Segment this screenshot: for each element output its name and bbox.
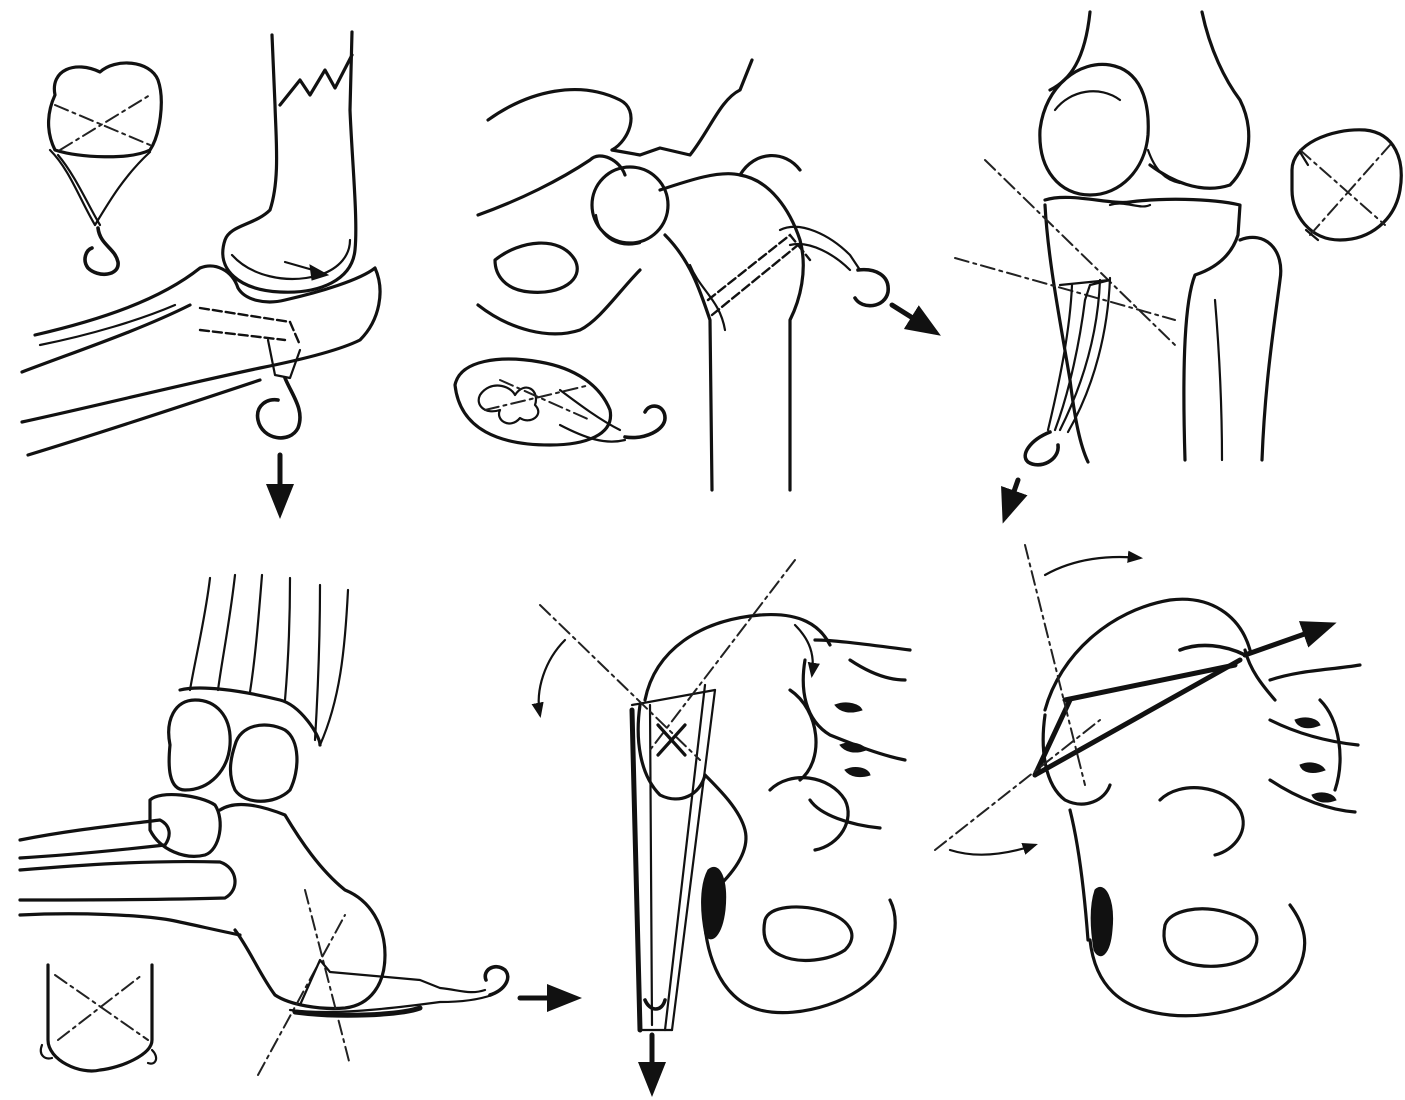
panel-iliac-crest-vertical bbox=[539, 560, 910, 1090]
traction-hook-icon bbox=[485, 967, 507, 995]
arrow-down-right-icon bbox=[892, 305, 935, 332]
traction-hook-icon bbox=[855, 270, 888, 306]
panel-calcaneus bbox=[20, 575, 575, 1075]
trochanter-inset-section bbox=[455, 359, 665, 445]
rotation-arrow-icon bbox=[950, 845, 1035, 855]
traction-hook-icon bbox=[258, 378, 300, 438]
tibia-inset-section bbox=[1292, 130, 1401, 240]
panel-greater-trochanter bbox=[455, 60, 935, 490]
panel-tibial-tuberosity bbox=[955, 12, 1401, 517]
rotation-arrow-icon bbox=[539, 640, 565, 715]
traction-hook-icon bbox=[625, 406, 665, 437]
traction-hook-icon bbox=[1025, 432, 1058, 465]
arrow-up-right-icon bbox=[1245, 625, 1330, 655]
olecranon-inset-section bbox=[49, 63, 162, 274]
rotation-arrow-icon bbox=[1045, 557, 1140, 575]
calcaneus-inset-section bbox=[41, 965, 156, 1071]
patella bbox=[1040, 64, 1148, 195]
fibula bbox=[1240, 237, 1281, 460]
humerus bbox=[223, 32, 356, 292]
traction-hook-icon bbox=[645, 1000, 665, 1009]
panel-iliac-crest-oblique bbox=[935, 545, 1360, 1016]
calcaneus-bone bbox=[220, 805, 385, 1009]
panel-olecranon bbox=[22, 32, 380, 512]
traction-pin-icon bbox=[1180, 645, 1245, 655]
traction-hook-icon bbox=[85, 228, 118, 274]
arrow-down-icon bbox=[1005, 480, 1018, 517]
